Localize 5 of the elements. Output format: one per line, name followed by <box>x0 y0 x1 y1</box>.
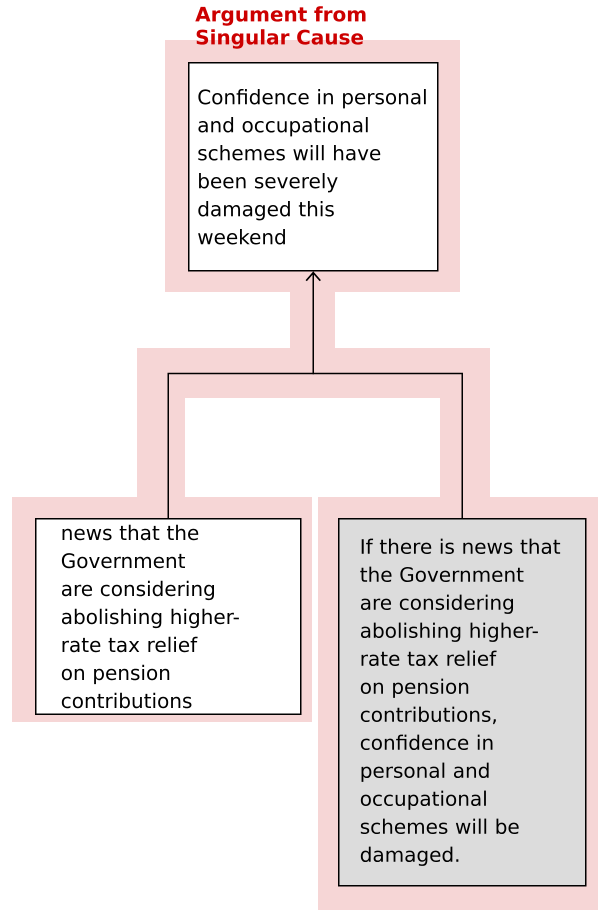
scheme-title: Argument from Singular Cause <box>195 6 366 49</box>
statement-box: Confidence in personal and occupational schemes will have been severely damaged this weekend <box>188 62 438 272</box>
arrow <box>306 272 463 518</box>
statement-box: If there is news that the Government are considering abolishing higher-rate tax relief on pension contributions, confidence in personal and occupational schemes will be damaged. <box>338 518 586 886</box>
statement-box: news that the Government are considering abolishing higher-rate tax relief on pension contributions <box>35 518 302 715</box>
